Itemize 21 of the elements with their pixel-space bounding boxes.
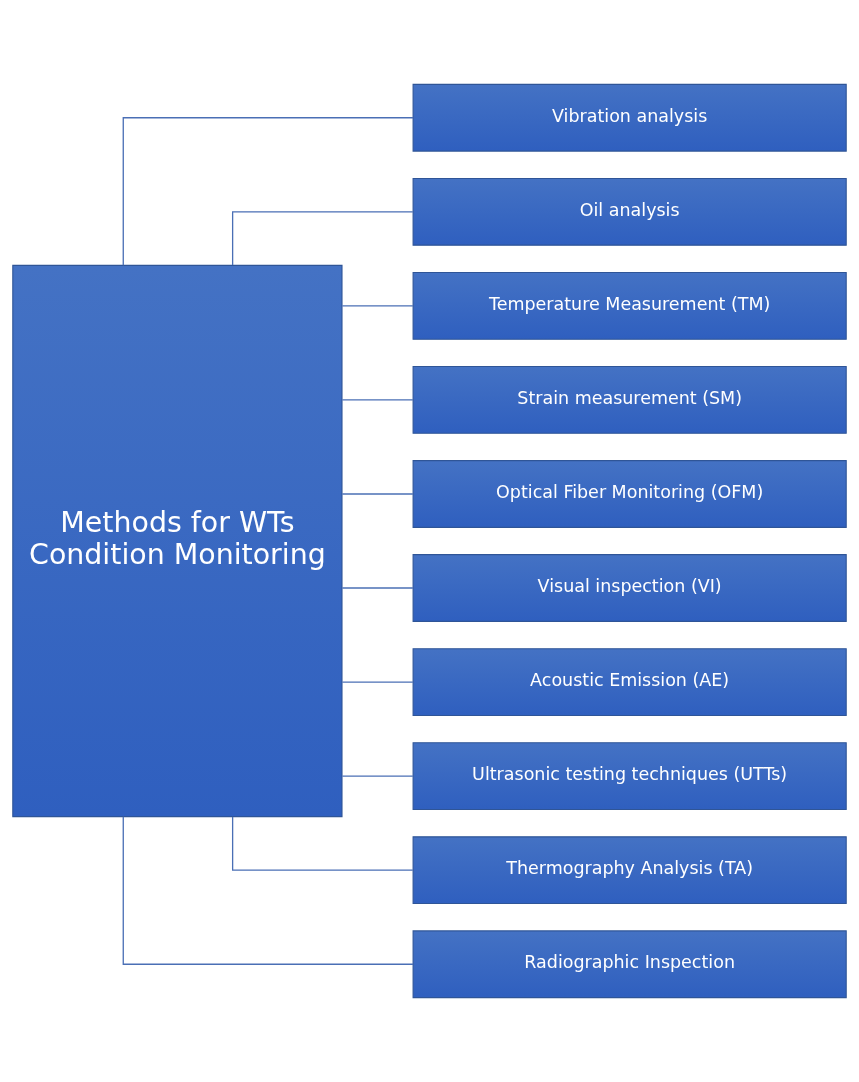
node-box: Oil analysis (412, 177, 847, 246)
connector (341, 305, 414, 307)
connector (341, 493, 414, 495)
connector (122, 117, 414, 266)
node-box: Temperature Measurement (TM) (412, 271, 847, 340)
node-box: Thermography Analysis (TA) (412, 836, 847, 905)
connector (341, 399, 414, 401)
connector (122, 816, 414, 965)
node-box: Radiographic Inspection (412, 930, 847, 999)
node-box: Acoustic Emission (AE) (412, 648, 847, 716)
connector (341, 775, 414, 777)
connector (341, 587, 414, 589)
node-box: Strain measurement (SM) (412, 366, 847, 434)
connector (231, 211, 414, 266)
connector (341, 681, 414, 683)
node-box: Optical Fiber Monitoring (OFM) (412, 460, 847, 528)
node-box: Vibration analysis (412, 83, 847, 152)
node-box: Methods for WTs Condition Monitoring (12, 264, 343, 818)
node-box: Visual inspection (VI) (412, 554, 847, 622)
connector (231, 816, 414, 871)
node-box: Ultrasonic testing techniques (UTTs) (412, 742, 847, 811)
